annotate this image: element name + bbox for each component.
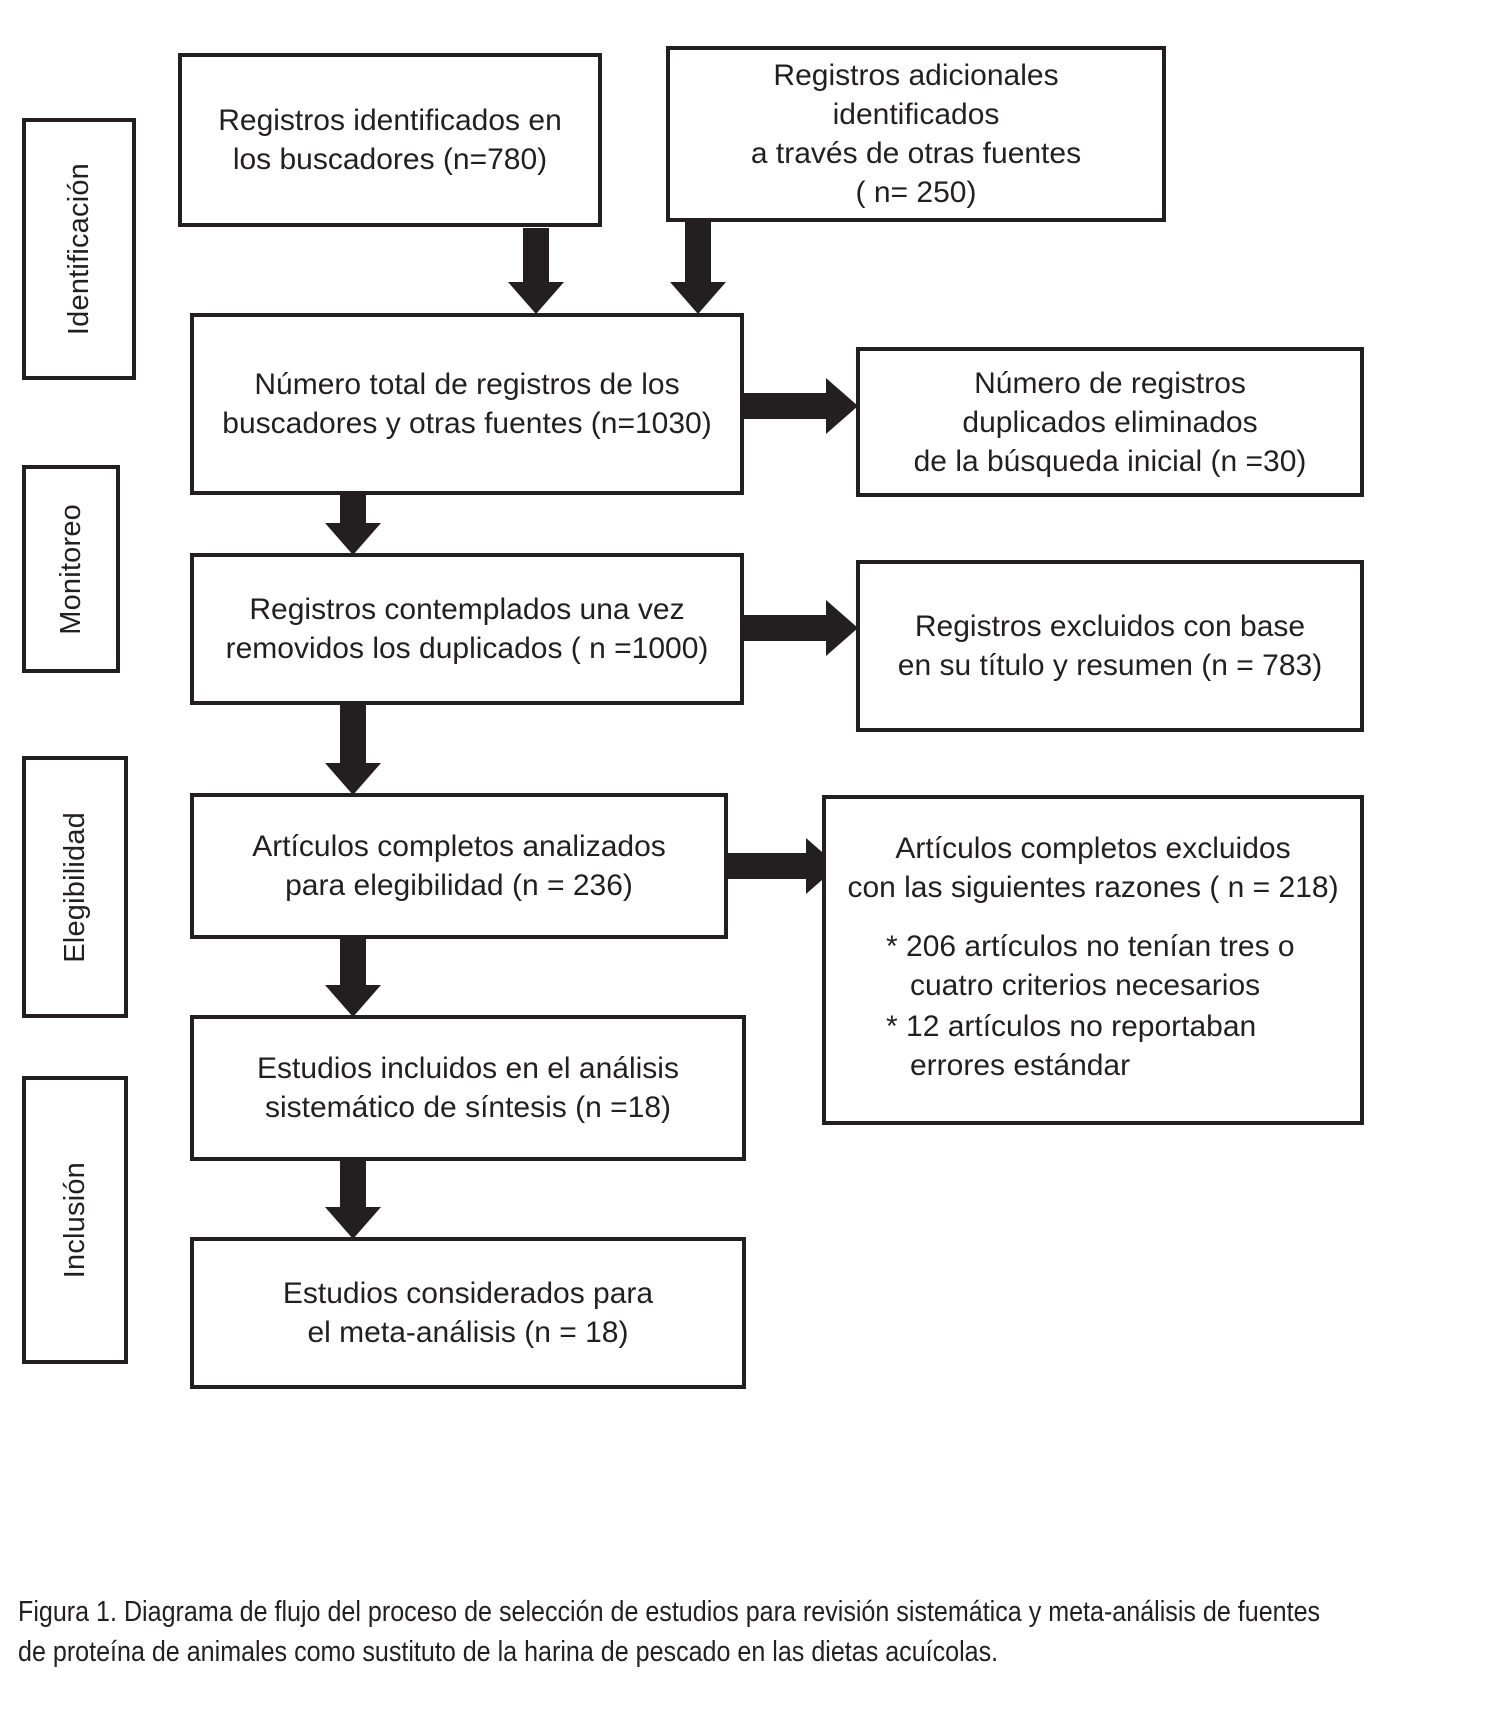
arrow-total-to-screened <box>323 495 383 555</box>
box-records-identified-other-sources: Registros adicionales identificados a tr… <box>666 46 1166 222</box>
box-fulltext-excluded: Artículos completos excluidos con las si… <box>822 795 1364 1125</box>
box-studies-metaanalysis: Estudios considerados para el meta-análi… <box>190 1237 746 1389</box>
arrow-other-sources-to-total <box>668 222 728 314</box>
stage-label-elegibilidad: Elegibilidad <box>22 756 128 1018</box>
box-line: Número total de registros de los <box>254 368 680 401</box>
box-line: en su título y resumen (n = 783) <box>897 649 1323 682</box>
arrow-screened-to-excluded <box>744 598 858 658</box>
box-line: Registros excluidos con base <box>914 610 1306 643</box>
stage-label-text: Identificación <box>62 162 95 336</box>
box-line: de la búsqueda inicial (n =30) <box>913 444 1307 478</box>
stage-label-identificacion: Identificación <box>22 118 136 380</box>
exclusion-reason-list: * 206 artículos no tenían tres o cuatro … <box>886 927 1342 1085</box>
arrow-searches-to-total <box>506 228 566 314</box>
box-line: duplicados eliminados <box>962 405 1258 439</box>
box-line: Estudios considerados para <box>282 1277 654 1310</box>
box-records-screened: Registros contemplados una vez removidos… <box>190 553 744 705</box>
figure-caption: Figura 1. Diagrama de flujo del proceso … <box>18 1596 1321 1669</box>
box-line: los buscadores (n=780) <box>232 143 548 176</box>
box-line: Artículos completos excluidos <box>895 832 1291 865</box>
box-line: Registros contemplados una vez <box>249 593 685 626</box>
box-fulltext-assessed: Artículos completos analizados para eleg… <box>190 793 728 939</box>
stage-label-text: Elegibilidad <box>58 811 91 963</box>
box-duplicates-removed: Número de registros duplicados eliminado… <box>856 347 1364 497</box>
box-line: Artículos completos analizados <box>252 830 666 863</box>
exclusion-reason-item: * 206 artículos no tenían tres o cuatro … <box>886 930 1295 1002</box>
arrow-fulltext-to-included <box>323 939 383 1017</box>
box-records-excluded: Registros excluidos con base en su títul… <box>856 560 1364 732</box>
box-line: a través de otras fuentes <box>750 137 1082 170</box>
box-records-identified-searches: Registros identificados en los buscadore… <box>178 53 602 227</box>
box-line: buscadores y otras fuentes (n=1030) <box>222 407 712 440</box>
stage-label-monitoreo: Monitoreo <box>22 465 120 673</box>
box-line: Número de registros <box>974 366 1246 400</box>
box-line: Estudios incluidos en el análisis <box>257 1052 679 1085</box>
arrow-total-to-duplicates <box>744 376 858 436</box>
stage-label-text: Inclusión <box>58 1161 91 1279</box>
box-line: Registros identificados en <box>218 104 562 137</box>
box-line: Registros adicionales <box>773 59 1059 92</box>
box-line: identificados <box>832 98 1000 131</box>
stage-label-text: Monitoreo <box>54 503 87 635</box>
box-line: sistemático de síntesis (n =18) <box>264 1091 671 1124</box>
box-line: el meta-análisis (n = 18) <box>307 1316 629 1349</box>
box-line: removidos los duplicados ( n =1000) <box>225 632 709 665</box>
arrow-screened-to-fulltext <box>323 705 383 795</box>
box-total-records: Número total de registros de los buscado… <box>190 313 744 495</box>
box-line: ( n= 250) <box>855 176 977 209</box>
arrow-included-to-metaanalysis <box>323 1161 383 1239</box>
box-studies-included: Estudios incluidos en el análisis sistem… <box>190 1015 746 1161</box>
exclusion-reason-item: * 12 artículos no reportaban errores est… <box>886 1010 1257 1082</box>
box-line: con las siguientes razones ( n = 218) <box>847 871 1339 904</box>
box-line: para elegibilidad (n = 236) <box>285 869 633 902</box>
stage-label-inclusion: Inclusión <box>22 1076 128 1364</box>
